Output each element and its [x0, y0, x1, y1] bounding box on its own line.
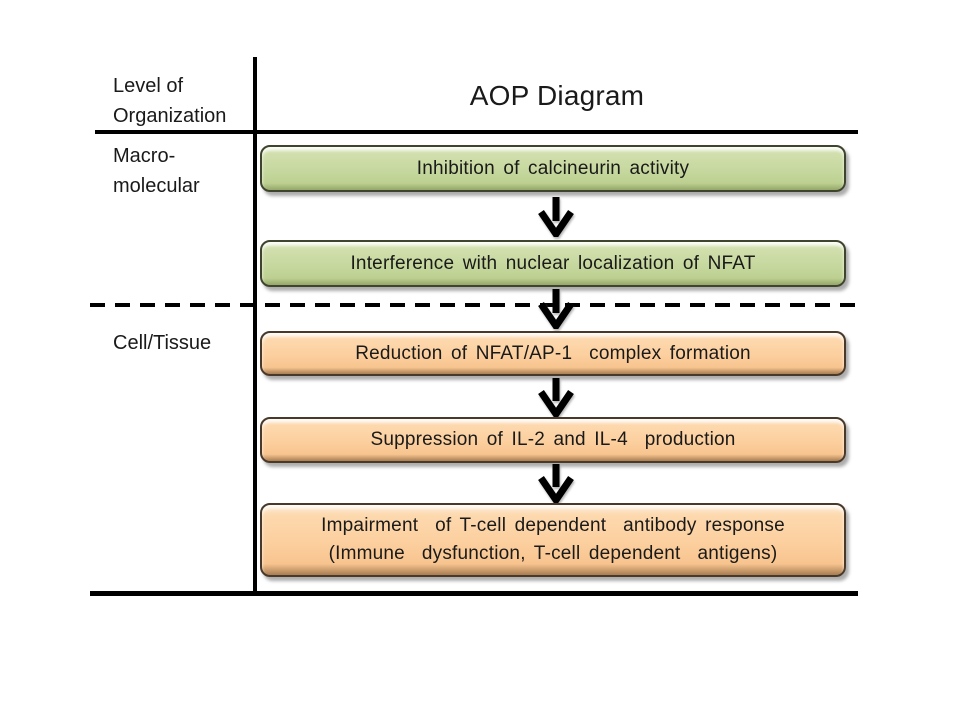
- node-label: Impairment of T-cell dependent antibody …: [321, 515, 785, 564]
- axis-header-level-of-organization: Level of Organization: [113, 75, 227, 127]
- dashed-level-divider-line: [90, 303, 858, 307]
- node-interference-nuclear-localization-nfat: Interference with nuclear localization o…: [260, 240, 846, 287]
- node-impairment-tcell-antibody-response: Impairment of T-cell dependent antibody …: [260, 503, 846, 577]
- level-label-cell-tissue: Cell/Tissue: [113, 332, 212, 354]
- top-divider-line: [95, 130, 858, 134]
- down-arrow-icon: [538, 378, 574, 417]
- node-label: Inhibition of calcineurin activity: [416, 157, 690, 179]
- node-label: Interference with nuclear localization o…: [350, 252, 756, 274]
- bottom-divider-line: [90, 591, 858, 596]
- level-label-macromolecular: Macro- molecular: [113, 145, 200, 197]
- vertical-divider-line: [253, 57, 257, 595]
- down-arrow-icon: [538, 464, 574, 503]
- node-inhibition-of-calcineurin: Inhibition of calcineurin activity: [260, 145, 846, 192]
- node-suppression-il2-il4-production: Suppression of IL-2 and IL-4 production: [260, 417, 846, 463]
- node-label: Suppression of IL-2 and IL-4 production: [370, 429, 736, 450]
- down-arrow-icon: [538, 197, 574, 237]
- node-label: Reduction of NFAT/AP-1 complex formation: [355, 342, 751, 364]
- page-title: AOP Diagram: [469, 80, 645, 111]
- down-arrow-icon: [538, 289, 574, 329]
- node-reduction-nfat-ap1-complex: Reduction of NFAT/AP-1 complex formation: [260, 331, 846, 376]
